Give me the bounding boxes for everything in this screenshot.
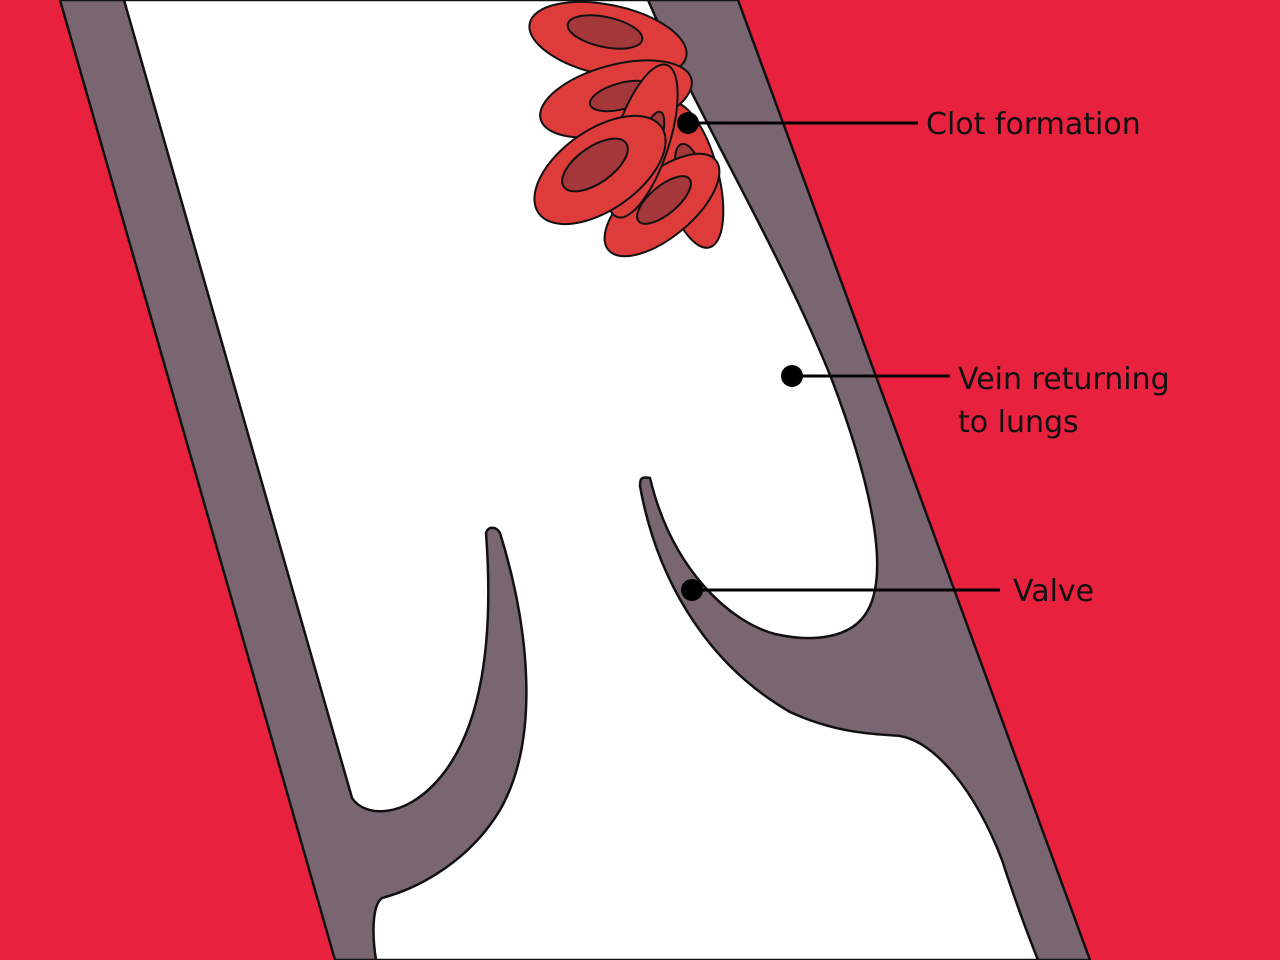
vein-lumen: [122, 0, 1040, 960]
vein-label-line2: to lungs: [958, 405, 1079, 440]
vein-callout-dot: [781, 365, 803, 387]
vein-label-line1: Vein returning: [958, 362, 1170, 397]
red-blood-cell: [528, 0, 688, 80]
clot-formation-label: Clot formation: [926, 107, 1141, 142]
red-blood-cell: [533, 114, 667, 226]
valve-label: Valve: [1013, 574, 1094, 609]
callouts: [677, 112, 1000, 601]
clot-callout-dot: [677, 112, 699, 134]
clot-cells: [528, 0, 725, 258]
valve-callout-dot: [681, 579, 703, 601]
